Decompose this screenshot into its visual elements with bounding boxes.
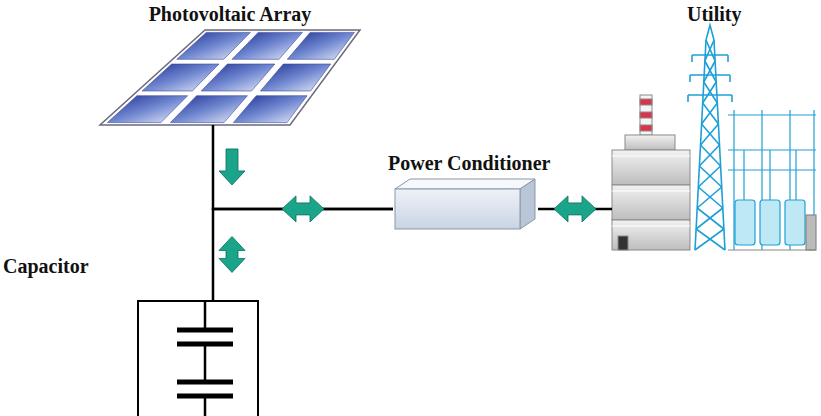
utility-building (612, 95, 690, 250)
flow-arrow (554, 196, 596, 222)
node-label: Utility (687, 3, 741, 26)
node-label: Photovoltaic Array (149, 3, 312, 26)
power-connector (538, 196, 612, 222)
pv-cell (233, 96, 307, 123)
capacitor-symbol (139, 302, 257, 416)
transmission-tower (688, 25, 732, 250)
cap-shape (137, 300, 259, 416)
utility-node: Utility (605, 3, 818, 253)
pv-frame (100, 30, 360, 125)
power-connector (213, 196, 393, 300)
flow-arrow (219, 236, 245, 272)
pv-cell (287, 32, 354, 59)
pv-cell (170, 96, 247, 123)
pv-shape (100, 30, 365, 125)
substation (728, 110, 816, 250)
wire (213, 209, 393, 300)
pc-shape (393, 177, 538, 232)
power-connector (213, 125, 393, 209)
pv-cell (260, 64, 330, 91)
util-shape (612, 25, 818, 253)
wire (213, 125, 393, 209)
power-conditioner-node: Power Conditioner (383, 152, 573, 242)
flow-arrow (282, 196, 324, 222)
node-label: Capacitor (3, 255, 89, 278)
flow-arrow (219, 149, 245, 185)
power-conditioner-box (393, 177, 538, 232)
pv-cells (107, 32, 354, 122)
capacitor-node: Capacitor (3, 255, 261, 416)
pv-array-node: Photovoltaic Array (95, 3, 365, 128)
node-label: Power Conditioner (388, 152, 550, 175)
